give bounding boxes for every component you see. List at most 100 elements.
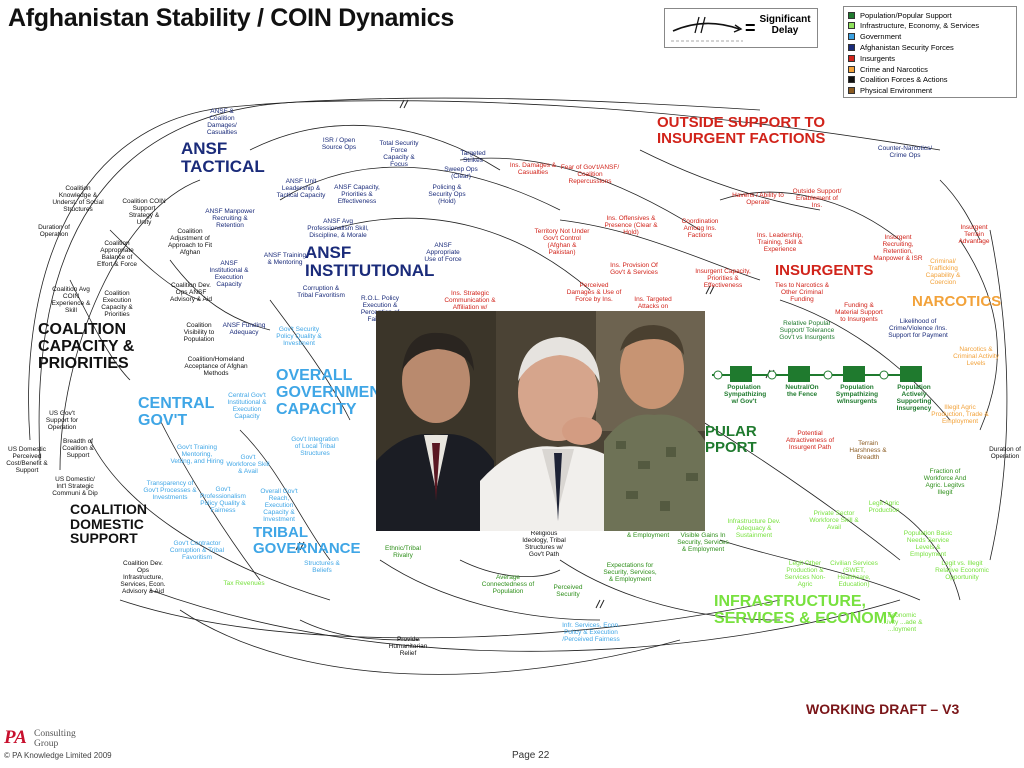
node-label: Corruption & Tribal Favoritism [297,285,345,299]
node-label: Sweep Ops (Clear) [444,166,478,180]
node-label: Ins. Damages & Casualties [509,162,557,176]
node-label: Coalition Dev. Ops ANSF Advisory & Aid [170,282,212,303]
node-label: Legit Other Production & Services Non-Ag… [784,560,826,588]
node-label: ANSF Appropriate Use of Force [424,242,462,263]
page-title: Afghanistan Stability / COIN Dynamics [8,4,454,32]
legend-swatch [848,11,855,19]
causal-loop-diagram [28,97,1008,675]
node-label: ANSF Unit Leadership & Tactical Capacity [276,178,326,199]
node-label: ANSF & Coalition Damages/ Casualties [206,108,238,136]
node-label: Ins. Leadership, Training, Skill & Exper… [756,232,804,253]
node-label: Central Gov't Institutional & Execution … [227,392,267,420]
node-label: Tax Revenues [223,580,265,587]
node-label: Economic ...ivity ...ade & ...loyment [881,612,923,633]
node-label: Gov't Contractor Corruption & Tribal Fav… [169,540,225,561]
cluster-central-govt: CENTRAL GOV'T [138,395,215,429]
node-label: Duration of Operation [989,446,1021,460]
node-label: Counter-Narcotics/ Crime Ops [877,145,933,159]
pa-logo-mark: PA [4,727,27,748]
node-label: Coalition Adjustment of Approach to Fit … [167,228,213,256]
working-draft-label: WORKING DRAFT – V3 [806,701,960,717]
legend-item: Coalition Forces & Actions [848,75,948,85]
cluster-coalition-capacity: COALITION CAPACITY & PRIORITIES [38,321,135,372]
node-label: Ins. Offensives & Presence (Clear & Hold… [604,215,658,236]
node-label: Perceived Damages & Use of Force by Ins. [566,282,622,303]
delay-symbol-icon [671,16,743,42]
cluster-popular-support: PULAR PPORT [705,423,757,456]
node-label: Fraction of Workforce And Agric. Legitvs… [923,468,967,496]
legend-swatch [848,33,855,41]
node-label: Gov't Training Mentoring, Vetting, and H… [170,444,224,465]
node-label: Fear of Gov't/ANSF/ Coalition Repercussi… [560,164,620,185]
legend-label: Population/Popular Support [860,10,952,20]
node-label: Coalition Execution Capacity & Prioritie… [101,290,133,318]
page-number: Page 22 [512,750,550,761]
node-label: ANSF Capacity, Priorities & Effectivenes… [334,184,380,205]
pop-chain-label: Population Sympathizing w/ Gov't [724,384,767,405]
node-label: ANSF Training & Mentoring [263,252,307,266]
cluster-tribal-governance: TRIBAL GOVERNANCE [253,524,361,557]
cluster-coalition-domestic: COALITION DOMESTIC SUPPORT [70,501,147,547]
node-label: Coalition Dev. Ops Infrastructure, Servi… [120,560,166,595]
node-label: Religious Ideology, Tribal Structures w/… [522,530,566,558]
delay-legend: = Significant Delay [664,8,818,48]
node-label: Ins. Targeted Attacks on [634,296,672,310]
legend-swatch [848,22,855,30]
pop-chain-label: Neutral/On the Fence [785,384,819,398]
legend-item: Crime and Narcotics [848,64,928,74]
node-label: Ins. Provision Of Gov't & Services [610,262,658,276]
node-label: Coalition/Homeland Acceptance of Afghan … [184,356,248,377]
node-label: Havens / Ability to Operate [732,192,784,206]
node-label: US Gov't Support for Operation [45,410,79,431]
node-label: Coalition COIN Support Strategy & Unity [122,198,166,226]
photo-overlay [376,311,705,531]
node-label: ANSF Funding Adequacy [222,322,266,336]
node-label: Ties to Narcotics & Other Criminal Fundi… [774,282,830,303]
legend-label: Coalition Forces & Actions [860,75,948,85]
node-label: US Domestic/ Int'l Strategic Communi & D… [52,476,98,497]
population-stock-neutral [788,366,810,382]
cluster-ansf-institutional: ANSF INSTITUTIONAL [305,243,435,280]
node-label: Coalition Knowledge & Underst. of Social… [52,185,104,213]
photo-illustration [376,311,705,531]
cluster-outside-support: OUTSIDE SUPPORT TO INSURGENT FACTIONS [657,114,826,147]
node-label: ISR / Open Source Ops [321,137,357,151]
legend-label: Afghanistan Security Forces [860,42,954,52]
node-label: Territory Not Under Gov't Control (Afgha… [534,228,590,256]
node-label: Targeted Strikes [460,150,486,164]
node-label: Breadth of Coalition & Support [62,438,94,459]
node-label: ANSF Avg Professionalism Skill, Discipli… [307,218,369,239]
node-label: Narcotics & Criminal Activity Levels [953,346,999,367]
node-label: Insurgent Capacity, Priorities & Effecti… [695,268,751,289]
node-label: Gov't Integration of Local Tribal Struct… [291,436,339,457]
node-label: Provide Humanitarian Relief [388,636,428,657]
node-label: Total Security Force Capacity & Focus [379,140,419,168]
delay-label: Significant Delay [759,14,811,36]
legend-item: Afghanistan Security Forces [848,42,954,52]
copyright-text: © PA Knowledge Limited 2009 [4,751,112,760]
node-label: ANSF Institutional & Execution Capacity [209,260,249,288]
node-label: Insurgent Terrain Advantage [958,224,990,245]
node-label: Ins. Strategic Communication & Affiliati… [444,290,496,311]
node-label: Coalition Appropriate Balance of Effort … [97,240,137,268]
node-label: Population Basic Needs Service Levels & … [903,530,953,558]
node-label: Perceived Security [553,584,583,598]
legend-swatch [848,54,855,62]
node-label: Policing & Security Ops (Hold) [428,184,466,205]
legend-item: Infrastructure, Economy, & Services [848,21,979,31]
pa-consulting-logo: PA Consulting Group [4,727,76,749]
population-stock-active-support [900,366,922,382]
legend-item: Physical Environment [848,86,932,96]
pop-chain-label: Population Actively Supporting Insurgenc… [896,384,932,412]
node-label: Coordination Among Ins. Factions [681,218,719,239]
node-label: Criminal/ Trafficking Capability & Coerc… [925,258,961,286]
node-label: Civilian Services (SWET, Healthcare, Edu… [830,560,878,588]
node-label: Gov't Professionalism Policy Quality & F… [200,486,246,514]
node-label: Illegit Agric Production, Trade & Employ… [931,404,989,425]
cluster-infrastructure: INFRASTRUCTURE, SERVICES & ECONOMY [714,593,898,627]
node-label: Expectations for Security, Services, & E… [603,562,657,583]
node-label: Funding & Material Support to Insurgents [835,302,883,323]
feedback-arrows [28,97,1008,675]
node-label: Overall Gov't Reach, Execution Capacity … [260,488,298,523]
node-label: Coalition Avg COIN Experience & Skill [51,286,91,314]
